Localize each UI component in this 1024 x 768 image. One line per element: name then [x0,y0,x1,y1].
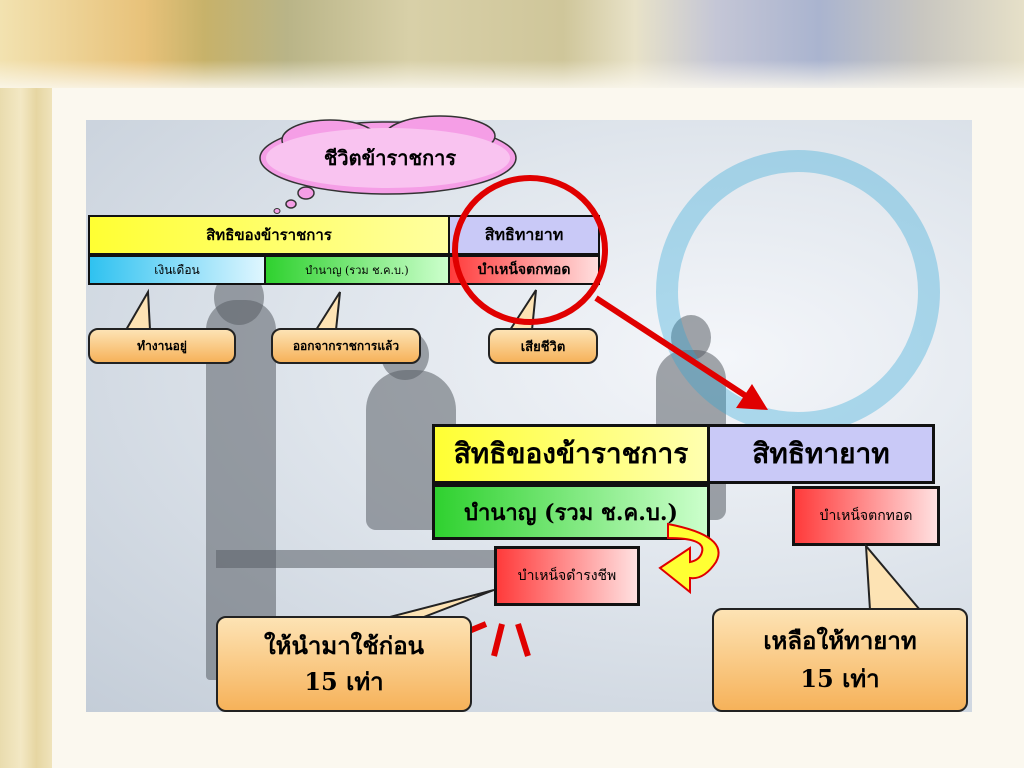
top-header-heir-rights: สิทธิทายาท [448,215,600,255]
bottom-header-civil-servant-rights: สิทธิของข้าราชการ [432,424,710,484]
callout-deceased: เสียชีวิต [488,328,598,364]
callout-retired: ออกจากราชการแล้ว [271,328,421,364]
callout-remaining-line1: เหลือให้ทายาท [763,625,917,655]
bottom-cell-living-gratuity: บำเหน็จดำรงชีพ [494,546,640,606]
callout-use-first-line1: ให้นำมาใช้ก่อน [263,631,425,660]
bottom-header-heir-rights: สิทธิทายาท [707,424,935,484]
decorative-left-strip [0,0,52,768]
callout-remaining-line2: 15 เท่า [800,664,880,693]
callout-working: ทำงานอยู่ [88,328,236,364]
top-cell-salary: เงินเดือน [88,255,266,285]
callout-remaining-for-heirs: เหลือให้ทายาท 15 เท่า [712,608,968,712]
top-header-civil-servant-rights: สิทธิของข้าราชการ [88,215,450,255]
callout-use-first: ให้นำมาใช้ก่อน 15 เท่า [216,616,472,712]
top-cell-pension: บำนาญ (รวม ช.ค.บ.) [264,255,450,285]
bottom-cell-pension: บำนาญ (รวม ช.ค.บ.) [432,484,710,540]
thought-title: ชีวิตข้าราชการ [323,146,457,170]
decorative-banner-fade [0,60,1024,88]
top-cell-death-gratuity: บำเหน็จตกทอด [448,255,600,285]
callout-use-first-line2: 15 เท่า [304,667,384,696]
